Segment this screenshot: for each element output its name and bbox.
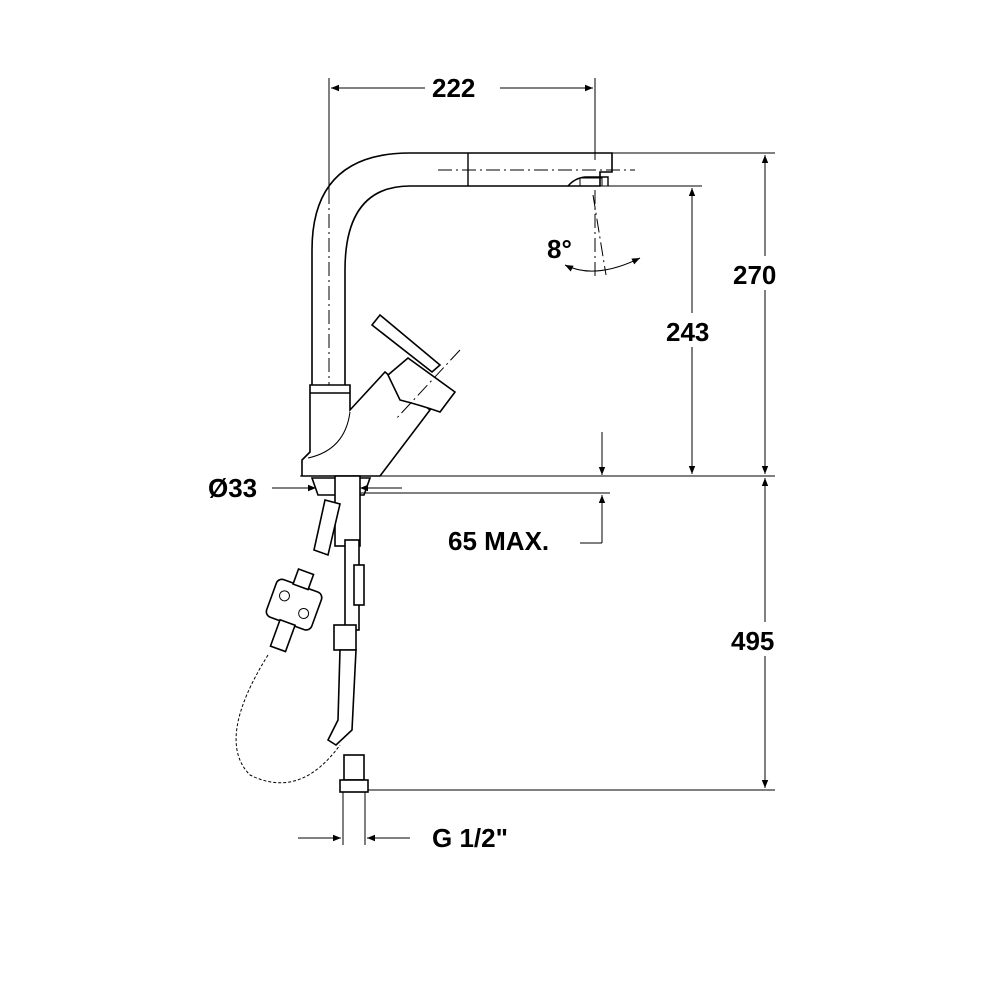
- spout-reach-label: 222: [432, 73, 475, 103]
- total-height-label: 270: [733, 260, 776, 290]
- swivel-angle-label: 8°: [547, 234, 572, 264]
- swivel-angle-indicator: 8°: [547, 190, 641, 280]
- height-dimensions: 270 243 495: [300, 152, 796, 791]
- spout-height-label: 243: [666, 317, 709, 347]
- connection-label: G 1/2": [432, 823, 508, 853]
- shank-and-hoses: [235, 475, 372, 793]
- spout-reach-dimension: 222: [328, 73, 596, 200]
- hose-length-label: 495: [731, 626, 774, 656]
- spout: [311, 152, 635, 420]
- connection-dimension: G 1/2": [298, 792, 508, 853]
- counter-thickness-label: 65 MAX.: [448, 526, 549, 556]
- counter-thickness-dimension: 65 MAX.: [448, 432, 606, 556]
- hole-diameter-dimension: Ø33: [208, 473, 402, 503]
- faucet-body: [301, 313, 461, 477]
- hole-diameter-label: Ø33: [208, 473, 257, 503]
